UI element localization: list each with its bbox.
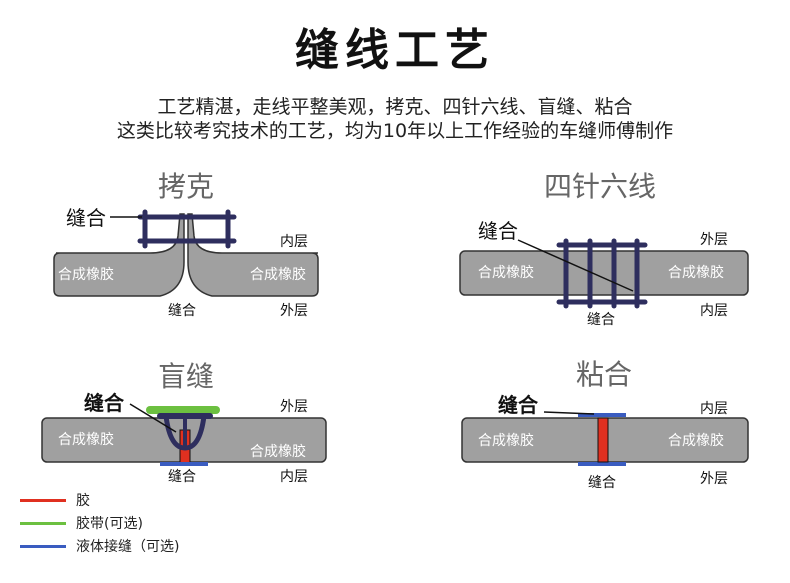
legend-label-glue-tape: 胶带(可选) <box>76 516 143 532</box>
blind-top-label: 外层 <box>280 399 308 415</box>
overlock-left-material <box>53 213 185 297</box>
flatlock-seam-label: 缝合 <box>587 312 615 328</box>
blind-stitch-loop <box>163 415 207 451</box>
glued-material-right: 合成橡胶 <box>668 432 724 449</box>
legend-swatch-glue <box>20 498 66 502</box>
flatlock-bottom-label: 内层 <box>700 303 728 319</box>
glued-callout: 缝合 <box>498 393 539 417</box>
blind-material-right: 合成橡胶 <box>250 443 306 460</box>
overlock-material-right: 合成橡胶 <box>250 266 306 283</box>
flatlock-material <box>459 250 749 296</box>
glued-bottom-label: 外层 <box>700 471 728 487</box>
flatlock-heading: 四针六线 <box>544 170 656 203</box>
blind-material-left: 合成橡胶 <box>58 431 114 448</box>
panel-overlock: 拷克 缝合 合成橡胶 合成橡胶 内层 外层 缝合 <box>53 170 319 319</box>
blind-bottom-label: 内层 <box>280 469 308 485</box>
overlock-stitches <box>137 209 237 249</box>
legend-label-liquid-seam: 液体接缝（可选) <box>76 539 180 555</box>
glued-seam-label: 缝合 <box>588 475 616 491</box>
glued-material-left: 合成橡胶 <box>478 432 534 449</box>
overlock-top-label: 内层 <box>280 234 308 250</box>
glued-heading: 粘合 <box>576 358 632 391</box>
blind-heading: 盲缝 <box>158 360 214 393</box>
legend-item-liquid-seam: 液体接缝（可选) <box>20 537 179 555</box>
overlock-heading: 拷克 <box>158 170 214 203</box>
flatlock-material-right: 合成橡胶 <box>668 264 724 281</box>
legend-item-glue: 胶 <box>20 491 90 509</box>
overlock-right-material <box>187 213 319 297</box>
panel-flatlock: 四针六线 缝合 合成橡胶 合成橡胶 外层 内层 缝合 <box>459 170 749 328</box>
legend-item-glue-tape: 胶带(可选) <box>20 514 143 532</box>
overlock-bottom-label: 外层 <box>280 303 308 319</box>
overlock-seam-label: 缝合 <box>168 303 196 319</box>
legend-swatch-liquid-seam <box>20 544 66 548</box>
legend-swatch-glue-tape <box>20 521 66 525</box>
subtitle-line-1: 工艺精湛，走线平整美观，拷克、四针六线、盲缝、粘合 <box>157 96 633 118</box>
overlock-callout: 缝合 <box>66 206 106 230</box>
panel-glued: 粘合 缝合 合成橡胶 合成橡胶 内层 外层 缝合 <box>461 358 749 491</box>
flatlock-material-left: 合成橡胶 <box>478 264 534 281</box>
panel-blind: 盲缝 缝合 合成橡胶 合成橡胶 外层 内层 缝合 <box>41 360 327 485</box>
flatlock-callout: 缝合 <box>478 219 518 243</box>
blind-seam-label: 缝合 <box>168 469 196 485</box>
flatlock-stitches <box>556 238 648 309</box>
flatlock-callout-line <box>517 239 634 292</box>
legend-label-glue: 胶 <box>76 493 90 509</box>
blind-callout-line <box>129 403 177 433</box>
page-title: 缝线工艺 <box>295 25 495 76</box>
flatlock-top-label: 外层 <box>700 232 728 248</box>
glued-top-label: 内层 <box>700 401 728 417</box>
glued-glue <box>597 417 609 463</box>
glued-callout-line <box>543 411 595 415</box>
overlock-material-left: 合成橡胶 <box>58 266 114 283</box>
subtitle-line-2: 这类比较考究技术的工艺，均为10年以上工作经验的车缝师傅制作 <box>116 120 674 142</box>
blind-callout: 缝合 <box>84 391 125 415</box>
